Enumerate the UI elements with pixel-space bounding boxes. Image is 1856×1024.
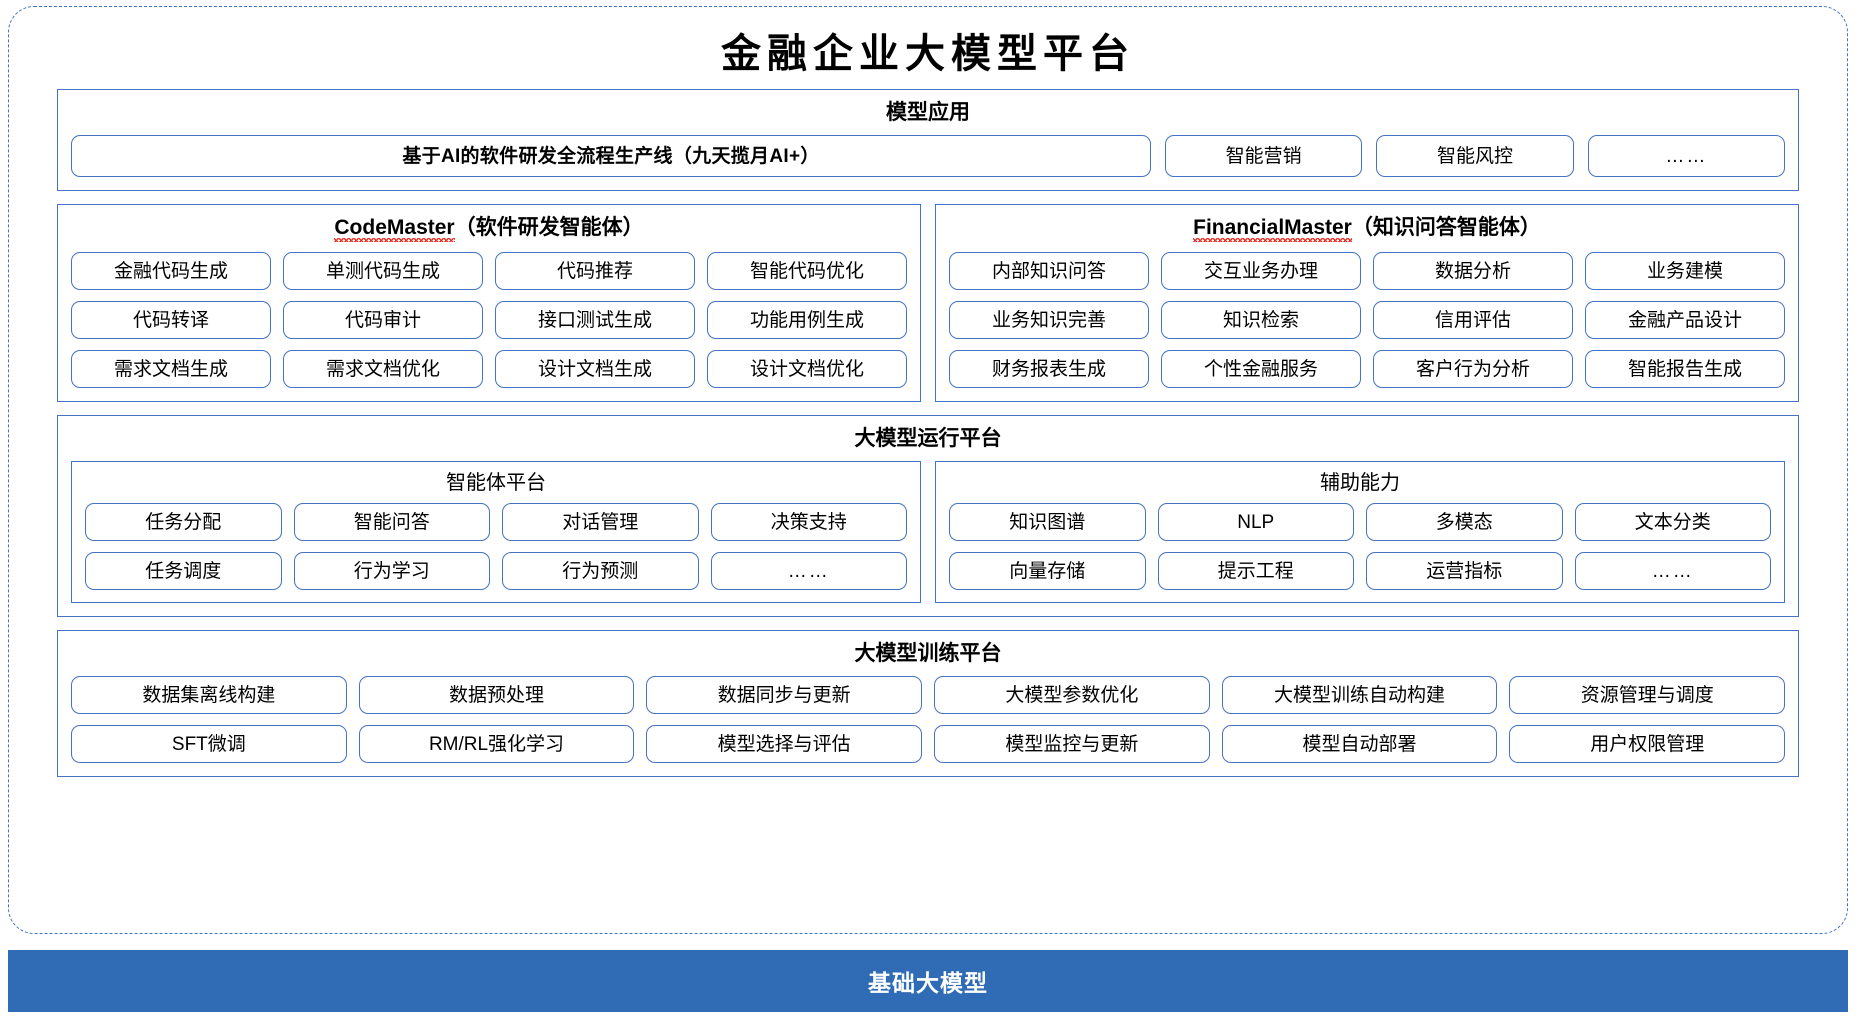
base-model-bar: 基础大模型 bbox=[8, 950, 1848, 1012]
pill-operation-metrics[interactable]: 运营指标 bbox=[1366, 552, 1563, 591]
pill-multimodal[interactable]: 多模态 bbox=[1366, 503, 1563, 542]
pill-api-test-gen[interactable]: 接口测试生成 bbox=[495, 301, 695, 340]
pill-resource-management[interactable]: 资源管理与调度 bbox=[1509, 676, 1786, 715]
pill-code-audit[interactable]: 代码审计 bbox=[283, 301, 483, 340]
page-title: 金融企业大模型平台 bbox=[721, 31, 1135, 76]
pill-model-select-eval[interactable]: 模型选择与评估 bbox=[646, 725, 923, 764]
pill-user-permission[interactable]: 用户权限管理 bbox=[1509, 725, 1786, 764]
pill-nlp[interactable]: NLP bbox=[1157, 503, 1354, 542]
pill-feature-case-gen[interactable]: 功能用例生成 bbox=[707, 301, 907, 340]
financial-master-title-latin: FinancialMaster bbox=[1193, 216, 1352, 243]
pill-business-knowledge-improve[interactable]: 业务知识完善 bbox=[949, 301, 1149, 340]
pill-sft-finetune[interactable]: SFT微调 bbox=[71, 725, 347, 764]
model-application-panel: 模型应用 基于AI的软件研发全流程生产线（九天揽月AI+） 智能营销 智能风控 … bbox=[57, 89, 1799, 192]
pill-task-allocation[interactable]: 任务分配 bbox=[85, 503, 282, 542]
pill-personalized-finance-service[interactable]: 个性金融服务 bbox=[1161, 350, 1361, 389]
pill-behavior-prediction[interactable]: 行为预测 bbox=[502, 552, 699, 591]
pill-model-monitor-update[interactable]: 模型监控与更新 bbox=[934, 725, 1210, 764]
base-model-label: 基础大模型 bbox=[868, 970, 988, 996]
agent-platform-row-1: 任务分配 智能问答 对话管理 决策支持 bbox=[85, 503, 907, 542]
pill-smart-report-gen[interactable]: 智能报告生成 bbox=[1585, 350, 1785, 389]
code-master-row-2: 代码转译 代码审计 接口测试生成 功能用例生成 bbox=[71, 301, 907, 340]
financial-master-row-3: 财务报表生成 个性金融服务 客户行为分析 智能报告生成 bbox=[949, 350, 1785, 389]
auxiliary-row-1: 知识图谱 NLP 多模态 文本分类 bbox=[949, 503, 1771, 542]
pill-design-doc-optimize[interactable]: 设计文档优化 bbox=[707, 350, 907, 389]
train-platform-row-1: 数据集离线构建 数据预处理 数据同步与更新 大模型参数优化 大模型训练自动构建 … bbox=[71, 676, 1786, 715]
pill-dataset-offline-build[interactable]: 数据集离线构建 bbox=[71, 676, 347, 715]
app-item-marketing[interactable]: 智能营销 bbox=[1165, 135, 1363, 178]
run-platform-panel: 大模型运行平台 智能体平台 任务分配 智能问答 对话管理 决策支持 任务调度 行… bbox=[57, 415, 1799, 618]
auxiliary-capability-title: 辅助能力 bbox=[1320, 472, 1400, 495]
pill-data-sync-update[interactable]: 数据同步与更新 bbox=[646, 676, 923, 715]
run-platform-title: 大模型运行平台 bbox=[854, 427, 1002, 451]
train-platform-panel: 大模型训练平台 数据集离线构建 数据预处理 数据同步与更新 大模型参数优化 大模… bbox=[57, 630, 1799, 778]
financial-master-title-cn: （知识问答智能体） bbox=[1351, 216, 1541, 240]
pill-design-doc-gen[interactable]: 设计文档生成 bbox=[495, 350, 695, 389]
pill-smart-code-optimize[interactable]: 智能代码优化 bbox=[707, 252, 907, 291]
pill-knowledge-graph[interactable]: 知识图谱 bbox=[949, 503, 1146, 542]
agent-platform-row-2: 任务调度 行为学习 行为预测 …… bbox=[85, 552, 907, 591]
pill-text-classification[interactable]: 文本分类 bbox=[1574, 503, 1771, 542]
pill-knowledge-retrieval[interactable]: 知识检索 bbox=[1161, 301, 1361, 340]
pill-req-doc-optimize[interactable]: 需求文档优化 bbox=[283, 350, 483, 389]
model-application-title: 模型应用 bbox=[886, 101, 970, 124]
pill-task-scheduling[interactable]: 任务调度 bbox=[85, 552, 282, 591]
pill-auxiliary-more[interactable]: …… bbox=[1574, 552, 1771, 591]
financial-master-title: FinancialMaster（知识问答智能体） bbox=[949, 216, 1785, 243]
platform-outer-frame: 金融企业大模型平台 模型应用 基于AI的软件研发全流程生产线（九天揽月AI+） … bbox=[8, 6, 1848, 934]
code-master-panel: CodeMaster（软件研发智能体） 金融代码生成 单测代码生成 代码推荐 智… bbox=[57, 204, 921, 403]
pill-model-param-optimize[interactable]: 大模型参数优化 bbox=[934, 676, 1210, 715]
code-master-row-3: 需求文档生成 需求文档优化 设计文档生成 设计文档优化 bbox=[71, 350, 907, 389]
app-item-risk-control[interactable]: 智能风控 bbox=[1376, 135, 1574, 178]
financial-master-row-1: 内部知识问答 交互业务办理 数据分析 业务建模 bbox=[949, 252, 1785, 291]
pill-agent-more[interactable]: …… bbox=[710, 552, 907, 591]
train-platform-row-2: SFT微调 RM/RL强化学习 模型选择与评估 模型监控与更新 模型自动部署 用… bbox=[71, 725, 1786, 764]
code-master-title-latin: CodeMaster bbox=[334, 216, 455, 243]
app-item-more[interactable]: …… bbox=[1587, 135, 1785, 178]
pill-decision-support[interactable]: 决策支持 bbox=[710, 503, 907, 542]
app-item-primary[interactable]: 基于AI的软件研发全流程生产线（九天揽月AI+） bbox=[71, 135, 1151, 178]
pill-model-auto-deploy[interactable]: 模型自动部署 bbox=[1221, 725, 1498, 764]
pill-financial-report-gen[interactable]: 财务报表生成 bbox=[949, 350, 1149, 389]
model-application-items: 基于AI的软件研发全流程生产线（九天揽月AI+） 智能营销 智能风控 …… bbox=[71, 135, 1785, 178]
pill-vector-store[interactable]: 向量存储 bbox=[949, 552, 1146, 591]
pill-req-doc-gen[interactable]: 需求文档生成 bbox=[71, 350, 271, 389]
pill-internal-knowledge-qa[interactable]: 内部知识问答 bbox=[949, 252, 1149, 291]
agent-platform-title: 智能体平台 bbox=[446, 472, 546, 495]
agents-section: CodeMaster（软件研发智能体） 金融代码生成 单测代码生成 代码推荐 智… bbox=[57, 204, 1799, 403]
code-master-row-1: 金融代码生成 单测代码生成 代码推荐 智能代码优化 bbox=[71, 252, 907, 291]
train-platform-title: 大模型训练平台 bbox=[854, 642, 1002, 666]
pill-code-recommend[interactable]: 代码推荐 bbox=[495, 252, 695, 291]
pill-financial-product-design[interactable]: 金融产品设计 bbox=[1585, 301, 1785, 340]
code-master-title-cn: （软件研发智能体） bbox=[454, 216, 644, 240]
pill-prompt-engineering[interactable]: 提示工程 bbox=[1157, 552, 1354, 591]
pill-behavior-learning[interactable]: 行为学习 bbox=[293, 552, 490, 591]
pill-code-gen-finance[interactable]: 金融代码生成 bbox=[71, 252, 271, 291]
agent-platform-panel: 智能体平台 任务分配 智能问答 对话管理 决策支持 任务调度 行为学习 行为预测… bbox=[71, 461, 921, 604]
pill-interactive-business[interactable]: 交互业务办理 bbox=[1161, 252, 1361, 291]
pill-customer-behavior-analysis[interactable]: 客户行为分析 bbox=[1373, 350, 1573, 389]
run-platform-columns: 智能体平台 任务分配 智能问答 对话管理 决策支持 任务调度 行为学习 行为预测… bbox=[71, 461, 1785, 604]
pill-code-translate[interactable]: 代码转译 bbox=[71, 301, 271, 340]
pill-data-analysis[interactable]: 数据分析 bbox=[1373, 252, 1573, 291]
pill-training-auto-build[interactable]: 大模型训练自动构建 bbox=[1221, 676, 1498, 715]
pill-data-preprocess[interactable]: 数据预处理 bbox=[358, 676, 635, 715]
pill-credit-assessment[interactable]: 信用评估 bbox=[1373, 301, 1573, 340]
pill-rm-rl[interactable]: RM/RL强化学习 bbox=[358, 725, 635, 764]
pill-unit-test-gen[interactable]: 单测代码生成 bbox=[283, 252, 483, 291]
pill-dialog-management[interactable]: 对话管理 bbox=[502, 503, 699, 542]
pill-smart-qa[interactable]: 智能问答 bbox=[293, 503, 490, 542]
pill-business-modeling[interactable]: 业务建模 bbox=[1585, 252, 1785, 291]
financial-master-row-2: 业务知识完善 知识检索 信用评估 金融产品设计 bbox=[949, 301, 1785, 340]
financial-master-panel: FinancialMaster（知识问答智能体） 内部知识问答 交互业务办理 数… bbox=[935, 204, 1799, 403]
code-master-title: CodeMaster（软件研发智能体） bbox=[71, 216, 907, 243]
auxiliary-row-2: 向量存储 提示工程 运营指标 …… bbox=[949, 552, 1771, 591]
auxiliary-capability-panel: 辅助能力 知识图谱 NLP 多模态 文本分类 向量存储 提示工程 运营指标 …… bbox=[935, 461, 1785, 604]
